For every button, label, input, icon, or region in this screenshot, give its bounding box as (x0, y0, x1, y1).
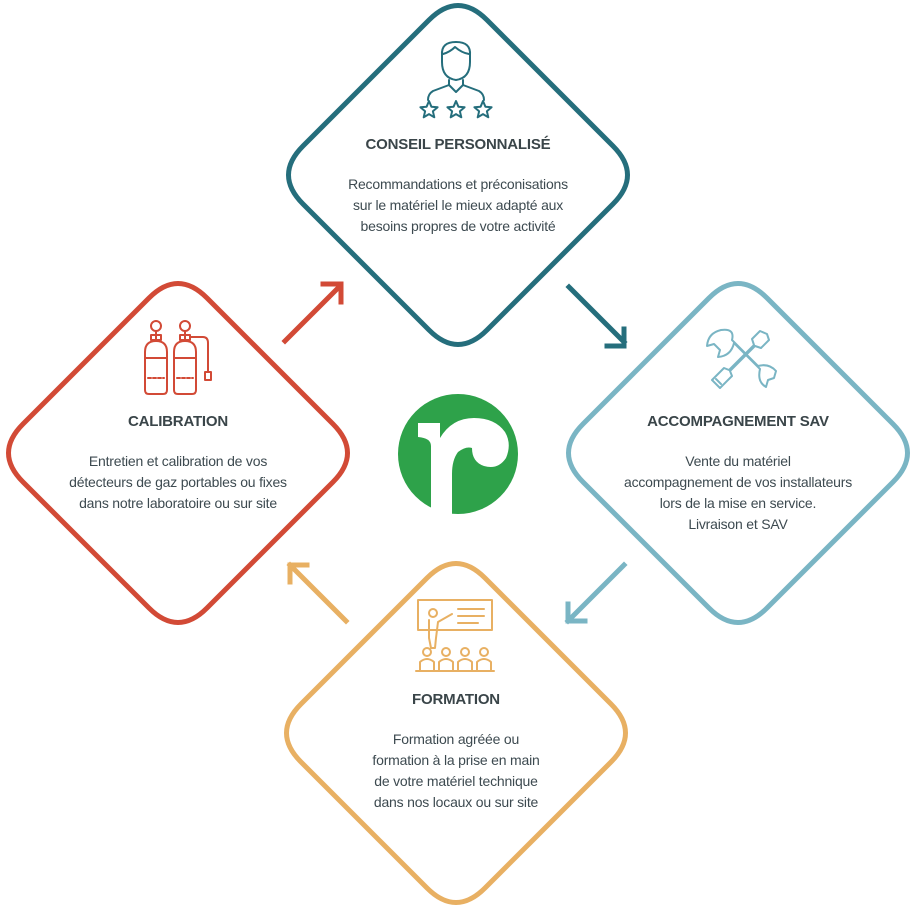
node-title-calibration: CALIBRATION (127, 413, 228, 430)
consultant-rating-icon (419, 41, 493, 119)
node-line: sur le matériel le mieux adapté aux (352, 197, 564, 213)
training-presentation-icon (415, 599, 495, 672)
node-line: Vente du matériel (685, 453, 791, 469)
brand-logo-icon (398, 394, 518, 516)
node-sav: ACCOMPAGNEMENT SAV Vente du matériel acc… (598, 413, 878, 535)
arrow-conseil-to-sav (565, 283, 628, 349)
node-line: besoins propres de votre activité (360, 218, 556, 234)
node-title-formation: FORMATION (412, 691, 500, 708)
node-line: lors de la mise en service. (659, 495, 817, 511)
node-line: détecteurs de gaz portables ou fixes (69, 474, 287, 490)
node-line: Formation agréée ou (392, 731, 520, 747)
node-line: dans notre laboratoire ou sur site (79, 495, 277, 511)
node-description-conseil: Recommandations et préconisations sur le… (318, 174, 598, 237)
node-calibration: CALIBRATION Entretien et calibration de … (38, 413, 318, 514)
diamond-formation (284, 561, 628, 905)
node-description-formation: Formation agréée ou formation à la prise… (316, 729, 596, 813)
node-line: accompagnement de vos installateurs (623, 474, 853, 490)
node-formation: FORMATION Formation agréée ou formation … (316, 691, 596, 813)
arrow-sav-to-formation (564, 561, 628, 625)
node-title-sav: ACCOMPAGNEMENT SAV (647, 413, 829, 430)
node-line: Recommandations et préconisations (348, 176, 568, 192)
node-description-calibration: Entretien et calibration de vos détecteu… (38, 451, 318, 514)
node-line: de votre matériel technique (374, 773, 538, 789)
node-conseil: CONSEIL PERSONNALISÉ Recommandations et … (318, 136, 598, 237)
arrow-calibration-to-conseil (281, 281, 344, 345)
gas-cylinders-icon (144, 320, 212, 395)
node-line: dans nos locaux ou sur site (373, 794, 539, 810)
node-line: formation à la prise en main (372, 752, 540, 768)
wrench-screwdriver-icon (706, 328, 777, 389)
node-title-conseil: CONSEIL PERSONNALISÉ (365, 136, 551, 153)
diamond-sav (566, 281, 910, 625)
node-line: Livraison et SAV (688, 516, 788, 532)
arrow-formation-to-calibration (286, 561, 350, 625)
diamond-conseil (286, 3, 630, 347)
node-line: Entretien et calibration de vos (88, 453, 268, 469)
node-description-sav: Vente du matériel accompagnement de vos … (598, 451, 878, 535)
diamond-calibration (6, 281, 350, 625)
